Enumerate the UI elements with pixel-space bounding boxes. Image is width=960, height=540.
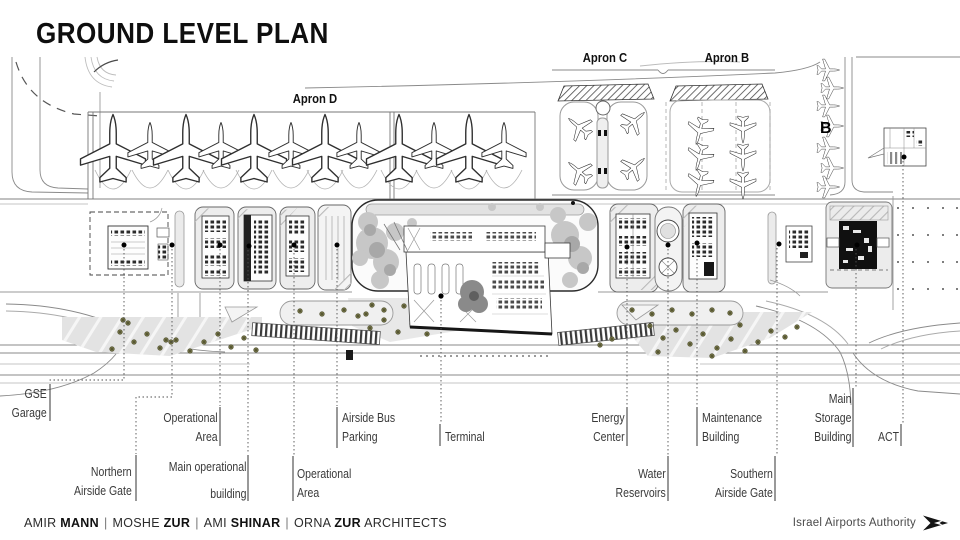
water-reservoirs-structure: [654, 206, 683, 292]
area-b-marker: B: [820, 120, 832, 137]
apron-b-label: Apron B: [704, 51, 750, 65]
energy-center-building: [609, 203, 659, 293]
callout-main-storage-building: Main Storage Building: [813, 392, 851, 444]
callout-southern-airside-gate: Southern Airside Gate: [715, 467, 773, 500]
main-operational-building-block: [237, 206, 277, 290]
terminal-complex: [351, 199, 599, 336]
aircraft-stand-leadins: [94, 169, 523, 190]
callout-main-operational-building: Main operational building: [168, 460, 246, 501]
gse-garage-building: [89, 211, 169, 276]
callout-terminal: Terminal: [445, 430, 485, 444]
callout-energy-center: Energy Center: [591, 411, 625, 444]
callout-northern-airside-gate: Northern Airside Gate: [74, 465, 132, 498]
architects-credit: AMIR MANN|MOSHE ZUR|AMI SHINAR|ORNA ZUR …: [24, 516, 447, 530]
leader-dots: [121, 154, 907, 299]
callout-operational-area-north: Operational Area: [163, 411, 218, 444]
crosswalk-left: [251, 322, 381, 345]
leader-lines: [49, 161, 904, 455]
callout-water-reservoirs: Water Reservoirs: [615, 467, 666, 500]
act-building: [867, 127, 927, 167]
maintenance-building-block: [682, 203, 726, 293]
terminal-building: [383, 221, 571, 336]
apron-b: [665, 83, 771, 201]
apron-d: [79, 111, 536, 199]
callout-gse-garage: GSE Garage: [11, 387, 47, 420]
reserve-land-grid: [897, 207, 958, 290]
apron-d-label: Apron D: [292, 92, 338, 106]
callout-maintenance-building: Maintenance Building: [702, 411, 763, 444]
southern-airside-gate-structures: [767, 211, 813, 297]
callout-act: ACT: [878, 430, 899, 444]
callout-tick-lines: [49, 384, 902, 501]
operational-building-a: [194, 206, 235, 290]
authority-name: Israel Airports Authority: [792, 517, 916, 529]
landscape-areas: [62, 298, 812, 360]
operational-building-c: [279, 206, 316, 290]
callout-airside-bus-parking: Airside Bus Parking: [342, 411, 396, 444]
authority-credit: Israel Airports Authority: [793, 514, 948, 532]
wayfinding-marker: [346, 350, 353, 360]
apron-c-canopy: [557, 83, 655, 102]
apron-c-label: Apron C: [582, 51, 628, 65]
callout-operational-area-south: Operational Area: [297, 467, 352, 500]
apron-c: [552, 83, 775, 196]
airside-bus-parking-structure: [317, 204, 352, 291]
page-title: GROUND LEVEL PLAN: [36, 18, 329, 50]
northern-airside-gate-structures: [149, 207, 185, 288]
apron-b-canopy: [669, 83, 769, 102]
landside-road-strip: [365, 203, 585, 216]
terminal-gardens: [352, 203, 597, 289]
crosswalk-right: [557, 321, 655, 346]
apron-d-aircraft: [79, 113, 527, 183]
israel-airports-authority-logo-icon: [923, 515, 948, 531]
